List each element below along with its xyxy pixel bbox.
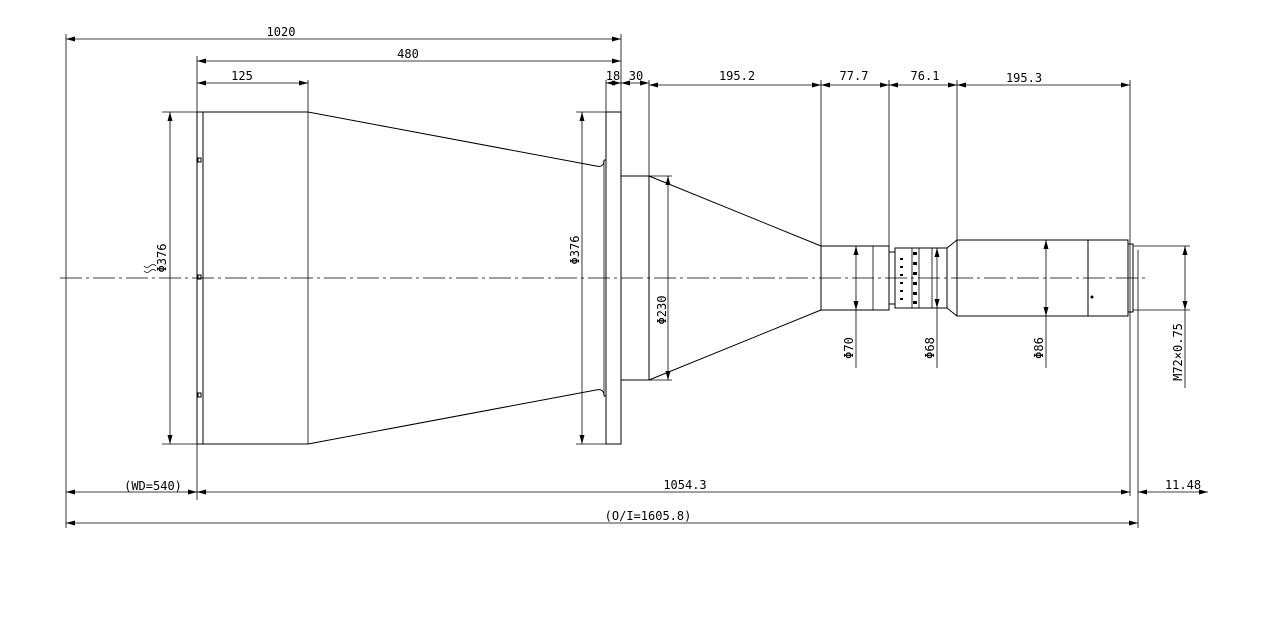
front-lip [196, 111, 204, 445]
horizontal-dimensions [66, 36, 1208, 526]
vertical-dimensions [167, 112, 1188, 444]
dim-text-195-3: 195.3 [1006, 71, 1042, 85]
extension-lines [65, 34, 1190, 528]
dim-text-76-1: 76.1 [911, 69, 940, 83]
dim-line-480 [197, 58, 621, 64]
focus-scale-marks [900, 252, 917, 304]
dim-text-195-2: 195.2 [719, 69, 755, 83]
dia-text-flange: Φ376 [568, 236, 582, 265]
dim-line-195-2 [649, 82, 821, 88]
dim-text-1020: 1020 [267, 25, 296, 39]
dim-line-125 [197, 80, 308, 86]
dim-line-wd [66, 489, 197, 495]
dim-text-30: 30 [629, 69, 643, 83]
dim-line-76-1 [889, 82, 957, 88]
dia-line-thread [1182, 246, 1188, 310]
dia-line-rear [1043, 240, 1049, 316]
dia-text-front: Φ376 [155, 244, 169, 273]
dia-text-ring: Φ68 [923, 337, 937, 359]
dia-text-cone: Φ230 [655, 296, 669, 325]
dim-line-77-7 [821, 82, 889, 88]
dia-line-ring [934, 248, 940, 308]
dim-line-1020 [66, 36, 621, 42]
dim-text-oi: (O/I=1605.8) [605, 509, 692, 523]
dia-line-flange [579, 112, 585, 444]
dia-line-front [167, 112, 173, 444]
dim-text-1054-3: 1054.3 [663, 478, 706, 492]
dim-text-125: 125 [231, 69, 253, 83]
dia-line-cone [665, 176, 671, 380]
focus-ring [894, 247, 948, 309]
dim-line-1054-3 [197, 489, 1130, 495]
dia-text-thread: M72×0.75 [1171, 323, 1185, 381]
break-symbol [143, 264, 157, 273]
dim-text-wd: (WD=540) [124, 479, 182, 493]
dim-text-18: 18 [606, 69, 620, 83]
dim-line-18 [606, 80, 621, 86]
dia-text-barrel: Φ70 [842, 337, 856, 359]
dim-line-195-3 [957, 82, 1130, 88]
dim-text-11-48: 11.48 [1165, 478, 1201, 492]
thread-mount [1127, 243, 1134, 313]
dia-text-rear: Φ86 [1032, 337, 1046, 359]
dim-line-30 [621, 80, 649, 86]
dia-line-barrel [853, 246, 859, 310]
dim-text-77-7: 77.7 [840, 69, 869, 83]
flange-collar [620, 175, 650, 381]
dim-line-oi [66, 520, 1138, 526]
dim-line-11-48 [1138, 489, 1208, 495]
dim-text-480: 480 [397, 47, 419, 61]
lens-outline [196, 111, 1134, 445]
